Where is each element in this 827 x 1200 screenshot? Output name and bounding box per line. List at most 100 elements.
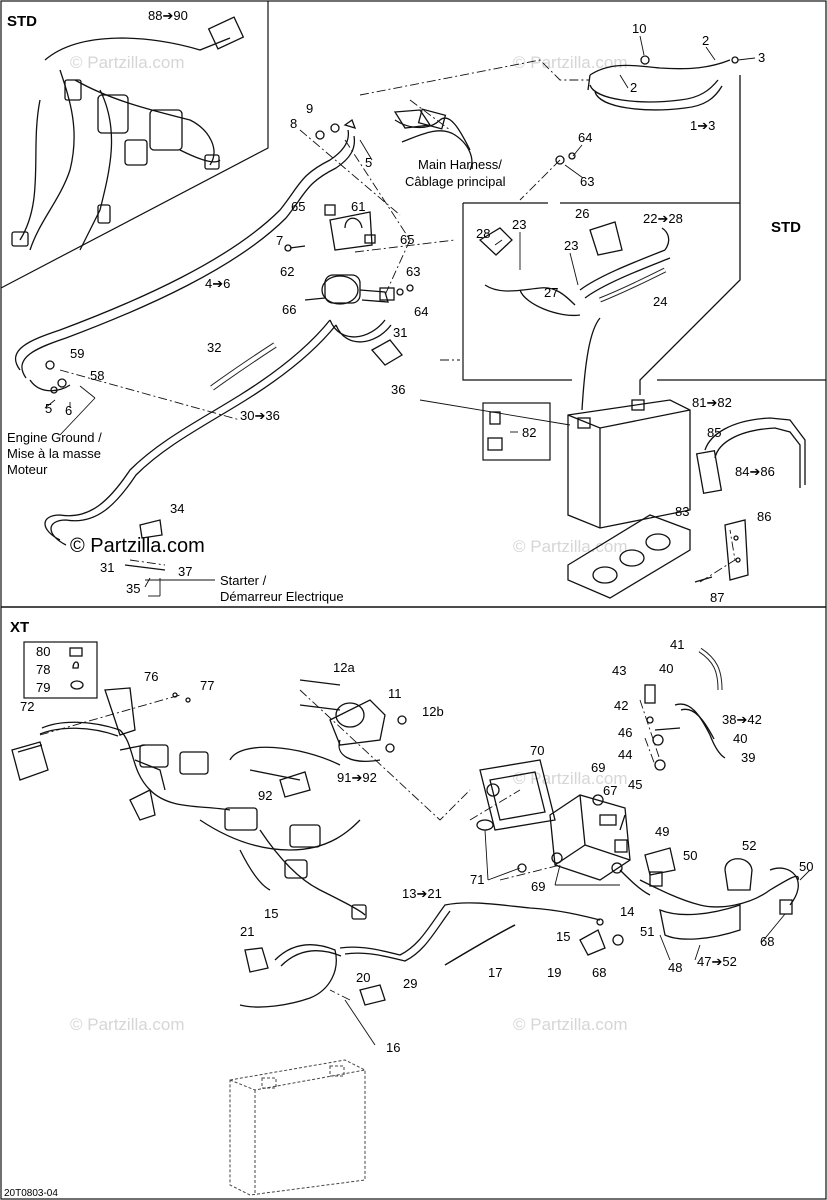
callout-40: 40 [659,661,673,676]
callout-39: 39 [741,750,755,765]
callout-24: 24 [653,294,667,309]
callout-63: 63 [580,174,594,189]
callout-2: 2 [702,33,709,48]
xt-battery-area [229,902,624,1196]
xt-engine-module [476,647,799,940]
callout-38-42: 38➔42 [722,712,762,727]
callout-14: 14 [620,904,634,919]
std-battery-frame-3 [462,203,572,381]
callout-50: 50 [683,848,697,863]
callout-20: 20 [356,970,370,985]
callout-main-harness-fr: Câblage principal [405,174,506,189]
callout-52: 52 [742,838,756,853]
callout-30-36: 30➔36 [240,408,280,423]
engine-ground-label-fr: Mise à la masse [7,446,101,461]
callout-45: 45 [628,777,642,792]
callout-35: 35 [126,581,140,596]
callout-81-82: 81➔82 [692,395,732,410]
hardware-box-82 [482,402,551,461]
callout-8: 8 [290,116,297,131]
callout-17: 17 [488,965,502,980]
watermark: © Partzilla.com [513,537,628,556]
callout-67: 67 [603,783,617,798]
callout-16: 16 [386,1040,400,1055]
callout-51: 51 [640,924,654,939]
callout-92: 92 [258,788,272,803]
callout-5: 5 [45,401,52,416]
engine-ground-label: Engine Ground / [7,430,102,445]
callout-22-28: 22➔28 [643,211,683,226]
callout-28: 28 [476,226,490,241]
callout-83: 83 [675,504,689,519]
callout-9: 9 [306,101,313,116]
callout-62: 62 [280,264,294,279]
callout-31: 31 [100,560,114,575]
std-cables [14,59,731,546]
callout-79: 79 [36,680,50,695]
callout-15: 15 [264,906,278,921]
callout-10: 10 [632,21,646,36]
callout-23: 23 [564,238,578,253]
callout-76: 76 [144,669,158,684]
callout-46: 46 [618,725,632,740]
engine-ground-label-fr2: Moteur [7,462,48,477]
callout-85: 85 [707,425,721,440]
callout-36: 36 [391,382,405,397]
callout-11: 11 [388,686,402,701]
callout-65: 65 [400,232,414,247]
labels-std: STD STD 88➔90 10 2 3 2 1➔3 9 8 5 Main Ha… [7,8,801,605]
callout-68: 68 [592,965,606,980]
callout-78: 78 [36,662,50,677]
watermark: © Partzilla.com [513,769,628,788]
callout-26: 26 [575,206,589,221]
std-leaders [59,59,741,583]
callout-70: 70 [530,743,544,758]
section-label-std-inset: STD [7,13,37,30]
callout-48: 48 [668,960,682,975]
labels-xt: XT 80 78 79 76 77 72 12a 11 12b 41 43 40… [4,619,813,1199]
callout-42: 42 [614,698,628,713]
xt-hardware [69,647,84,690]
callout-6: 6 [65,403,72,418]
callout-7: 7 [276,233,283,248]
std-battery-cables [478,221,671,317]
callout-1-3: 1➔3 [690,118,715,133]
std-small-parts [45,55,739,394]
callout-27: 27 [544,285,558,300]
callout-58: 58 [90,368,104,383]
callout-19: 19 [547,965,561,980]
callout-86: 86 [757,509,771,524]
xt-leaders [39,689,661,1001]
watermark: © Partzilla.com [70,53,185,72]
watermark: © Partzilla.com [70,535,205,557]
xt-harness [11,679,407,920]
std-boots [124,339,403,571]
callout-29: 29 [403,976,417,991]
std-inset-frame [0,1,269,289]
callout-main-harness: Main Harness/ [418,157,502,172]
callout-65: 65 [291,199,305,214]
diagram-code: 20T0803-04 [4,1188,58,1199]
callout-21: 21 [240,924,254,939]
callout-77: 77 [200,678,214,693]
callout-71: 71 [470,872,484,887]
callout-64: 64 [414,304,428,319]
callout-91-92: 91➔92 [337,770,377,785]
callout-82: 82 [522,425,536,440]
callout-68: 68 [760,934,774,949]
callout-15: 15 [556,929,570,944]
std-battery [487,399,806,599]
callout-3: 3 [758,50,765,65]
callout-2: 2 [630,80,637,95]
callout-50: 50 [799,859,813,874]
callout-88-90: 88➔90 [148,8,188,23]
callout-12b: 12b [422,704,444,719]
starter-label: Starter / [220,573,267,588]
callout-87: 87 [710,590,724,605]
callout-69: 69 [591,760,605,775]
callout-49: 49 [655,824,669,839]
callout-84-86: 84➔86 [735,464,775,479]
